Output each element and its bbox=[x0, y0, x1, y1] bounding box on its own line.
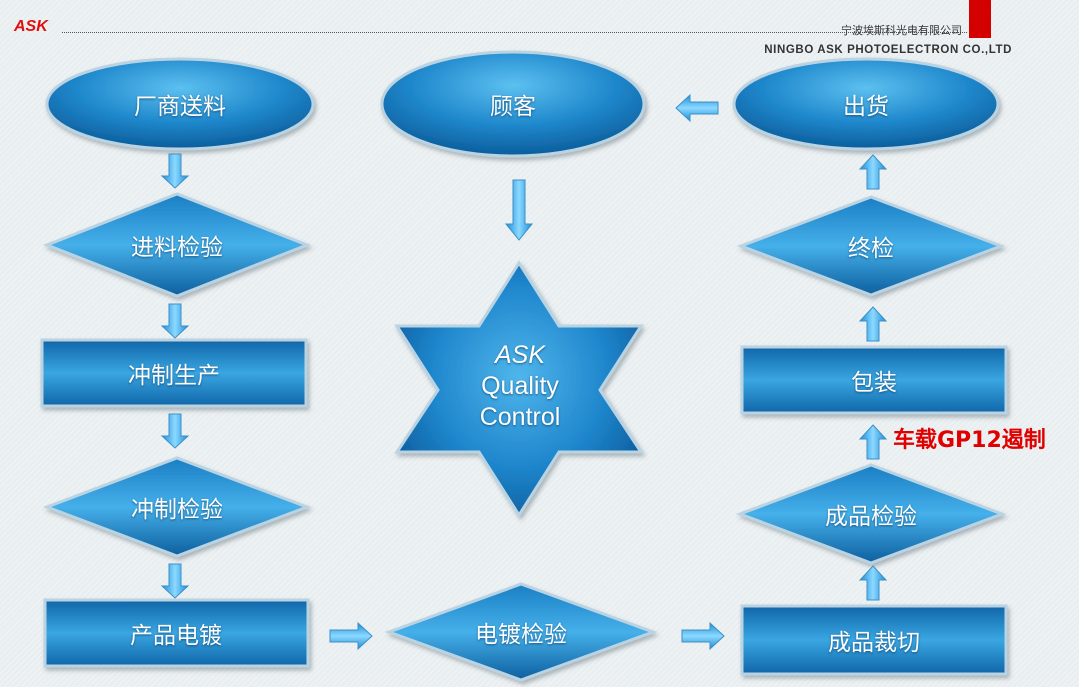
node-incoming-inspection bbox=[42, 192, 312, 298]
arrow-up-icon bbox=[858, 154, 888, 190]
label-supplier-delivery: 厂商送料 bbox=[134, 94, 226, 120]
label-quality-control: ASK Quality Control bbox=[440, 340, 600, 433]
label-stamping-production: 冲制生产 bbox=[128, 363, 220, 389]
quality-control-line1: Quality bbox=[481, 372, 559, 400]
node-final-inspection bbox=[736, 195, 1006, 297]
gp12-containment-note: 车载GP12遏制 bbox=[893, 428, 1046, 453]
company-name-en: NINGBO ASK PHOTOELECTRON CO.,LTD bbox=[764, 44, 1012, 56]
label-customer: 顾客 bbox=[490, 94, 536, 120]
node-plating-inspection bbox=[384, 582, 658, 682]
node-shipping bbox=[732, 57, 1000, 151]
arrow-right-icon bbox=[329, 621, 373, 651]
node-stamping-inspection bbox=[42, 456, 312, 558]
node-finished-cutting bbox=[740, 604, 1008, 676]
node-product-plating bbox=[43, 598, 310, 668]
arrow-left-icon bbox=[675, 93, 719, 123]
arrow-down-icon bbox=[160, 413, 190, 449]
node-supplier-delivery bbox=[45, 57, 315, 151]
quality-control-brand: ASK bbox=[494, 341, 546, 369]
node-packaging bbox=[740, 345, 1008, 415]
label-incoming-inspection: 进料检验 bbox=[131, 235, 223, 261]
node-quality-control bbox=[394, 260, 644, 518]
label-final-inspection: 终检 bbox=[848, 236, 894, 262]
arrow-up-icon bbox=[858, 424, 888, 460]
arrow-right-icon bbox=[681, 621, 725, 651]
label-finished-cutting: 成品裁切 bbox=[828, 630, 920, 656]
company-name-cn: 宁波埃斯科光电有限公司 bbox=[841, 24, 962, 37]
node-finished-inspection bbox=[735, 463, 1007, 565]
node-stamping-production bbox=[40, 338, 308, 408]
arrow-down-icon bbox=[160, 153, 190, 189]
company-logo: ASK bbox=[14, 18, 48, 35]
arrow-down-icon bbox=[160, 303, 190, 339]
arrow-down-icon bbox=[160, 563, 190, 599]
quality-control-line2: Control bbox=[479, 403, 561, 431]
arrow-down-icon bbox=[504, 179, 534, 241]
header-divider bbox=[62, 32, 967, 33]
label-shipping: 出货 bbox=[843, 94, 889, 120]
arrow-up-icon bbox=[858, 565, 888, 601]
node-customer bbox=[380, 50, 646, 158]
label-finished-inspection: 成品检验 bbox=[825, 504, 917, 530]
header-red-marker bbox=[969, 0, 991, 38]
label-packaging: 包装 bbox=[851, 370, 897, 396]
label-product-plating: 产品电镀 bbox=[130, 623, 222, 649]
arrow-up-icon bbox=[858, 306, 888, 342]
label-plating-inspection: 电镀检验 bbox=[475, 622, 567, 648]
label-stamping-inspection: 冲制检验 bbox=[131, 497, 223, 523]
